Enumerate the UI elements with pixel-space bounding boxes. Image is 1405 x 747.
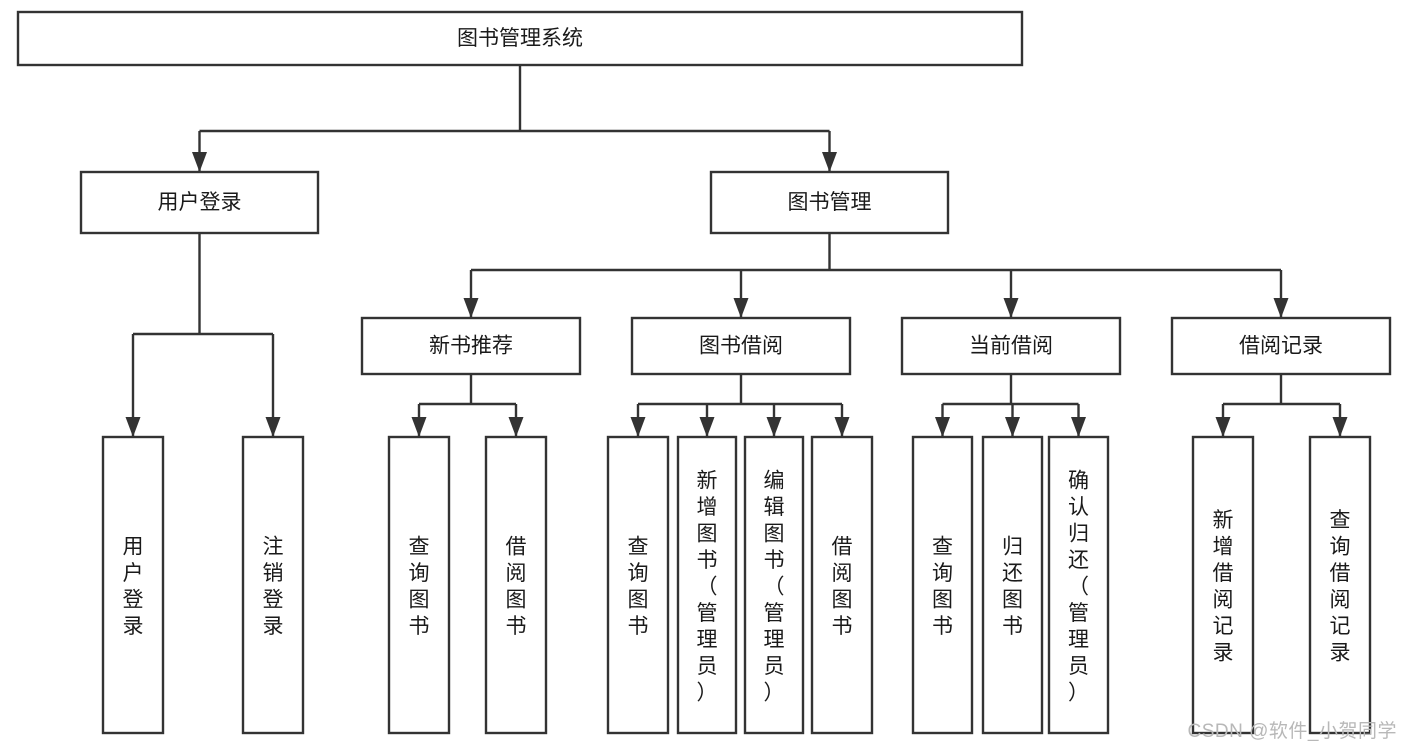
node-box xyxy=(709,170,950,235)
node-box xyxy=(743,435,805,735)
node-box xyxy=(484,435,548,735)
node-label: 用户登录 xyxy=(123,536,144,639)
node-leaf-logout[interactable]: 注销登录 xyxy=(241,435,305,735)
arrow-head-icon xyxy=(1215,417,1231,437)
node-leaf-edit-book[interactable]: 编辑图书（管理员） xyxy=(743,435,805,735)
arrow-head-icon xyxy=(1003,298,1019,318)
node-leaf-confirm-return[interactable]: 确认归还（管理员） xyxy=(1047,435,1110,735)
arrow-head-icon xyxy=(733,298,749,318)
arrow-head-icon xyxy=(766,417,782,437)
node-label: 图书管理 xyxy=(788,191,872,214)
node-book-borrow[interactable]: 图书借阅 xyxy=(630,316,852,376)
arrow-head-icon xyxy=(822,152,837,172)
node-label: 图书借阅 xyxy=(699,335,783,358)
node-box xyxy=(101,435,165,735)
node-label: 新增借阅记录 xyxy=(1213,509,1234,665)
arrow-head-icon xyxy=(1332,417,1348,437)
node-leaf-borrow-book[interactable]: 借阅图书 xyxy=(810,435,874,735)
node-box xyxy=(606,435,670,735)
node-label: 编辑图书（管理员） xyxy=(764,469,785,704)
arrow-head-icon xyxy=(508,417,524,437)
arrow-head-icon xyxy=(1071,417,1086,437)
arrow-head-icon xyxy=(630,417,646,437)
arrow-head-icon xyxy=(699,417,715,437)
node-label: 查询图书 xyxy=(932,536,953,639)
node-box xyxy=(630,316,852,376)
node-box xyxy=(387,435,451,735)
arrow-head-icon xyxy=(1005,417,1020,437)
node-label: 注销登录 xyxy=(263,536,284,639)
node-box xyxy=(676,435,738,735)
node-box xyxy=(810,435,874,735)
node-label: 查询图书 xyxy=(409,536,430,639)
node-leaf-borrow-book-rec[interactable]: 借阅图书 xyxy=(484,435,548,735)
node-borrow-record[interactable]: 借阅记录 xyxy=(1170,316,1392,376)
node-label: 借阅图书 xyxy=(832,536,853,639)
arrow-head-icon xyxy=(935,417,950,437)
node-box xyxy=(1308,435,1372,735)
node-box xyxy=(911,435,974,735)
node-leaf-user-login[interactable]: 用户登录 xyxy=(101,435,165,735)
node-leaf-query-book-borrow[interactable]: 查询图书 xyxy=(606,435,670,735)
node-label: 确认归还（管理员） xyxy=(1068,469,1089,704)
node-layer: 图书管理系统用户登录图书管理新书推荐图书借阅当前借阅借阅记录用户登录注销登录查询… xyxy=(16,10,1392,735)
node-leaf-query-book-cur[interactable]: 查询图书 xyxy=(911,435,974,735)
node-box xyxy=(241,435,305,735)
arrow-head-icon xyxy=(125,417,141,437)
node-root[interactable]: 图书管理系统 xyxy=(16,10,1024,67)
node-leaf-return-book[interactable]: 归还图书 xyxy=(981,435,1044,735)
arrow-head-icon xyxy=(463,298,479,318)
node-label: 图书管理系统 xyxy=(457,27,583,50)
node-box xyxy=(900,316,1122,376)
node-leaf-add-record[interactable]: 新增借阅记录 xyxy=(1191,435,1255,735)
node-leaf-query-book-rec[interactable]: 查询图书 xyxy=(387,435,451,735)
node-box xyxy=(1047,435,1110,735)
node-label: 查询图书 xyxy=(628,536,649,639)
node-new-book-recommend[interactable]: 新书推荐 xyxy=(360,316,582,376)
arrow-head-icon xyxy=(265,417,281,437)
node-user-login[interactable]: 用户登录 xyxy=(79,170,320,235)
arrow-head-icon xyxy=(834,417,850,437)
node-label: 借阅记录 xyxy=(1239,335,1323,358)
node-label: 归还图书 xyxy=(1002,536,1023,639)
node-label: 当前借阅 xyxy=(969,335,1053,358)
node-leaf-add-book[interactable]: 新增图书（管理员） xyxy=(676,435,738,735)
node-current-borrow[interactable]: 当前借阅 xyxy=(900,316,1122,376)
node-box xyxy=(79,170,320,235)
node-label: 新增图书（管理员） xyxy=(697,469,718,704)
arrow-head-icon xyxy=(1273,298,1289,318)
connector-layer xyxy=(125,65,1348,437)
node-box xyxy=(1191,435,1255,735)
node-label: 用户登录 xyxy=(158,191,242,214)
node-label: 查询借阅记录 xyxy=(1330,509,1351,665)
node-box xyxy=(1170,316,1392,376)
watermark-label: CSDN @软件_小贺同学 xyxy=(1187,721,1397,742)
arrow-head-icon xyxy=(411,417,427,437)
node-leaf-query-record[interactable]: 查询借阅记录 xyxy=(1308,435,1372,735)
node-label: 新书推荐 xyxy=(429,335,513,358)
node-book-manage[interactable]: 图书管理 xyxy=(709,170,950,235)
node-box xyxy=(360,316,582,376)
node-box xyxy=(981,435,1044,735)
node-label: 借阅图书 xyxy=(506,536,527,639)
arrow-head-icon xyxy=(192,152,207,172)
node-box xyxy=(16,10,1024,67)
